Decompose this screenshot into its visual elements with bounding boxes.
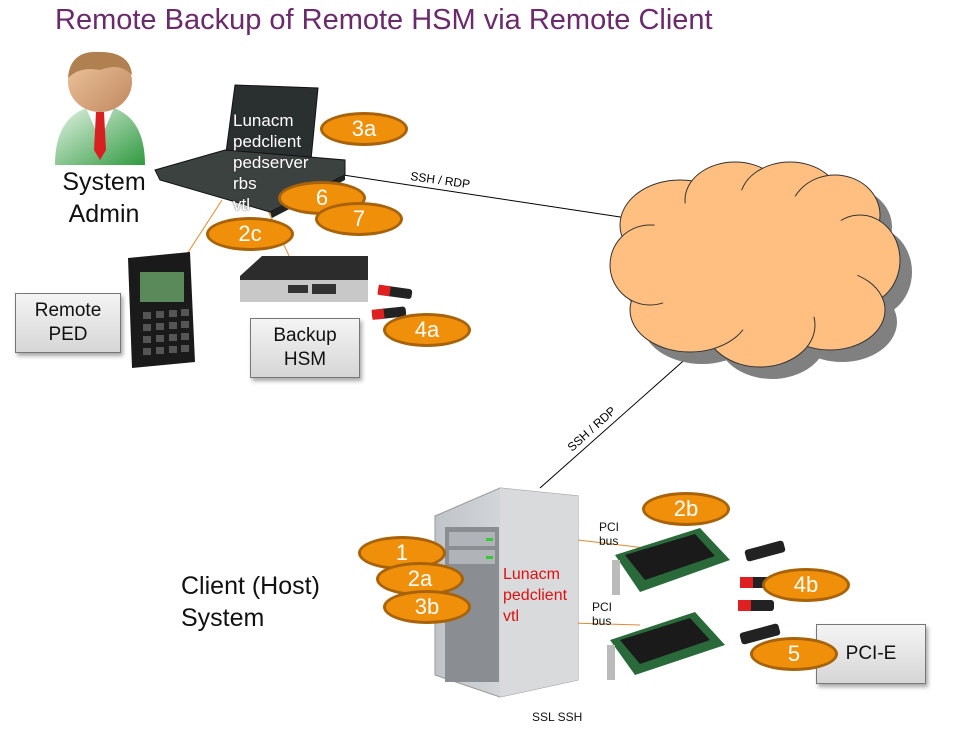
remote-ped-label: Remote PED [15, 293, 121, 353]
step-2b-badge: 2b [642, 492, 730, 526]
remote-ped-line1: Remote [34, 300, 102, 321]
network-cloud [609, 161, 912, 379]
step-5-badge: 5 [750, 637, 838, 671]
client-software-item: vtl [503, 608, 519, 625]
backup-hsm-line1: Backup [273, 325, 337, 346]
client-host-label: Client (Host) System [181, 570, 320, 634]
pci-bus-1-line1: PCI [599, 520, 620, 534]
link-label-cloud-server: SSH / RDP [565, 404, 619, 455]
client-software-item: Lunacm [503, 566, 560, 583]
link-laptop-ped [184, 199, 223, 258]
pci-card-2-icon [607, 612, 725, 680]
link-pci-bus-1 [577, 539, 646, 549]
system-admin-icon [55, 51, 145, 165]
remote-ped-device-icon [128, 252, 195, 368]
pci-card-1-icon [612, 528, 730, 595]
laptop-software-list: Lunacm pedclient pedserver rbs vtl [233, 110, 309, 215]
step-3a-badge: 3a [320, 112, 408, 146]
system-admin-label: System Admin [56, 166, 152, 230]
system-admin-label-line1: System [62, 168, 146, 196]
footer-protocol-label: SSL SSH [532, 710, 583, 724]
laptop-software-item: pedserver [233, 153, 309, 172]
remote-ped-line2: PED [48, 324, 88, 345]
laptop-software-item: pedclient [233, 132, 302, 151]
link-cloud-server [539, 354, 691, 489]
step-3b-badge: 3b [383, 590, 471, 624]
laptop-software-item: vtl [233, 195, 250, 214]
page-title: Remote Backup of Remote HSM via Remote C… [55, 4, 713, 36]
laptop-software-item: Lunacm [233, 111, 294, 130]
client-host-label-line1: Client (Host) [181, 572, 320, 600]
backup-hsm-label: Backup HSM [250, 318, 360, 378]
step-2a-badge: 2a [376, 562, 464, 596]
pci-bus-1-line2: bus [599, 534, 619, 548]
pcie-label-text: PCI-E [845, 643, 897, 664]
link-laptop-cloud [309, 169, 641, 221]
client-software-list: Lunacm pedclient vtl [503, 564, 567, 627]
step-2c-badge: 2c [206, 217, 294, 251]
laptop-software-item: rbs [233, 174, 257, 193]
client-host-server-icon [434, 487, 579, 698]
client-software-item: pedclient [503, 587, 568, 604]
link-label-laptop-cloud: SSH / RDP [410, 169, 471, 191]
pci-bus-2-line2: bus [592, 614, 612, 628]
backup-hsm-line2: HSM [283, 349, 327, 370]
pci-bus-label-1: PCI bus [599, 520, 619, 548]
system-admin-label-line2: Admin [68, 200, 140, 228]
step-4a-badge: 4a [383, 313, 471, 347]
backup-hsm-device-icon [240, 256, 368, 302]
link-pci-bus-2 [569, 622, 641, 626]
step-4b-badge: 4b [762, 568, 850, 602]
pci-bus-2-line1: PCI [592, 600, 613, 614]
step-7-badge: 7 [315, 202, 403, 236]
pci-bus-label-2: PCI bus [592, 600, 612, 628]
client-host-label-line2: System [181, 604, 265, 632]
